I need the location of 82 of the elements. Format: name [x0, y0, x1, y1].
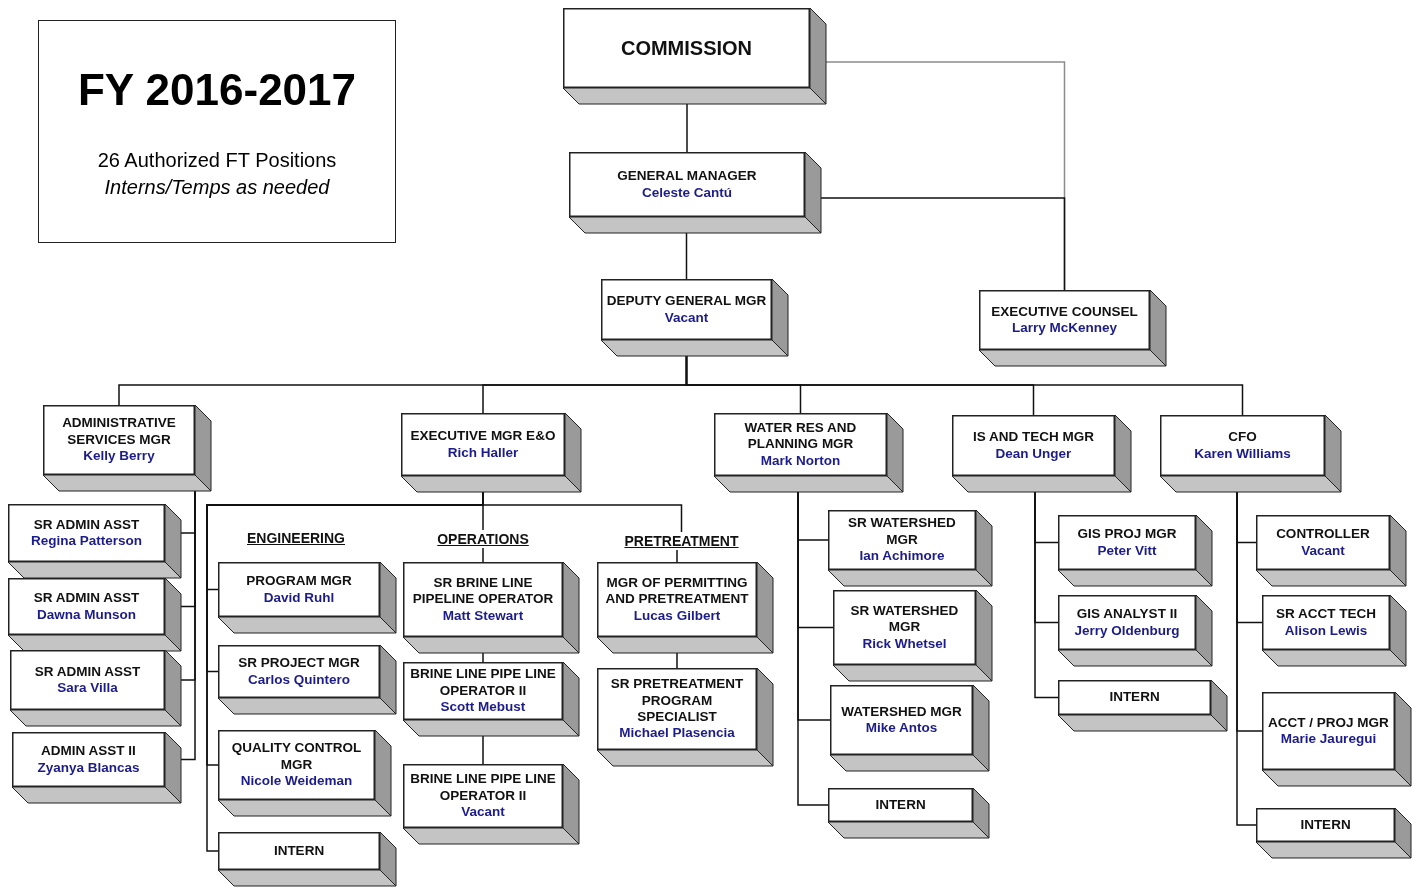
fiscal-year-heading: FY 2016-2017 [77, 64, 357, 115]
section-heading: ENGINEERING [246, 529, 346, 547]
position-title: COMMISSION [620, 35, 753, 61]
connector-line [685, 355, 1244, 416]
connector-line [180, 490, 196, 761]
person-name: Lucas Gilbert [633, 607, 721, 625]
connector-line [686, 103, 688, 153]
person-name: Scott Mebust [440, 699, 526, 716]
person-name: Vacant [664, 309, 709, 326]
connector-line [482, 547, 484, 563]
person-name: Rich Haller [447, 444, 519, 461]
person-name: Alison Lewis [1284, 622, 1368, 639]
position-title: MGR OF PERMITTING AND PRETREATMENT [604, 574, 750, 608]
position-title: INTERN [875, 796, 926, 814]
position-title: IS AND TECH MGR [973, 429, 1094, 446]
connector-line [482, 491, 683, 533]
position-title: ADMIN ASST II [41, 743, 136, 760]
connector-line [676, 652, 678, 669]
person-name: David Ruhl [263, 589, 335, 606]
person-name: Matt Stewart [442, 607, 524, 625]
connector-line [482, 735, 484, 765]
position-title: BRINE LINE PIPE LINE OPERATOR II [409, 666, 557, 700]
connector-line [820, 197, 1066, 291]
person-name: Nicole Weideman [240, 773, 353, 790]
position-title: GIS PROJ MGR [1077, 526, 1177, 543]
position-title: EXECUTIVE COUNSEL [991, 303, 1138, 320]
person-name: Mark Norton [760, 452, 841, 470]
section-heading: OPERATIONS [433, 530, 533, 548]
person-name: Carlos Quintero [248, 671, 350, 688]
person-name: Kelly Berry [83, 448, 155, 465]
person-name: Peter Vitt [1097, 542, 1157, 559]
position-title: SR ADMIN ASST [33, 590, 140, 607]
person-name: Sara Villa [57, 680, 118, 697]
person-name: Ian Achimore [859, 548, 945, 565]
position-title: GENERAL MANAGER [617, 168, 757, 185]
note: Interns/Temps as needed [104, 175, 330, 199]
person-name: Vacant [461, 804, 505, 821]
position-title: INTERN [1109, 689, 1160, 706]
position-title: WATER RES AND PLANNING MGR [743, 419, 858, 453]
position-title: ADMINISTRATIVE SERVICES MGR [61, 415, 177, 449]
position-title: SR PRETREATMENT PROGRAM SPECIALIST [609, 676, 745, 726]
position-title: DEPUTY GENERAL MGR [606, 293, 767, 310]
person-name: Vacant [1301, 542, 1345, 559]
position-title: SR ADMIN ASST [34, 663, 141, 680]
position-title: BRINE LINE PIPE LINE OPERATOR II [409, 771, 557, 805]
connector-line [1034, 491, 1059, 699]
person-name: Rick Whetsel [862, 635, 947, 653]
position-title: CONTROLLER [1276, 526, 1370, 543]
connector-line [482, 652, 484, 663]
connector-line [685, 232, 688, 280]
section-heading: PRETREATMENT [619, 532, 744, 550]
position-title: SR ADMIN ASST [33, 516, 140, 533]
position-title: ACCT / PROJ MGR [1268, 714, 1389, 731]
position-title: WATERSHED MGR [841, 703, 962, 720]
position-title: QUALITY CONTROL MGR [230, 740, 363, 774]
position-title: PROGRAM MGR [246, 573, 352, 590]
person-name: Zyanya Blancas [37, 759, 140, 776]
position-title: SR WATERSHED MGR [847, 515, 957, 549]
person-name: Mike Antos [865, 720, 938, 737]
position-title: EXECUTIVE MGR E&O [410, 428, 556, 445]
connector-line [676, 549, 678, 563]
position-title: SR PROJECT MGR [238, 655, 360, 672]
person-name: Dawna Munson [37, 606, 136, 623]
connector-line [797, 491, 829, 806]
position-title: CFO [1228, 429, 1257, 446]
person-name: Jerry Oldenburg [1074, 622, 1180, 639]
title-card [38, 20, 396, 243]
position-title: INTERN [1300, 816, 1351, 834]
person-name: Marie Jauregui [1280, 731, 1377, 748]
position-title: SR BRINE LINE PIPELINE OPERATOR [411, 574, 555, 608]
position-title: GIS ANALYST II [1076, 606, 1178, 623]
note: 26 Authorized FT Positions [97, 148, 337, 172]
person-name: Michael Plasencia [619, 725, 735, 742]
position-title: INTERN [273, 842, 325, 860]
person-name: Regina Patterson [31, 533, 142, 550]
position-title: SR WATERSHED MGR [849, 602, 960, 636]
person-name: Larry McKenney [1011, 320, 1117, 337]
connector-line [1236, 491, 1257, 826]
person-name: Karen Williams [1194, 445, 1291, 462]
person-name: Celeste Cantú [642, 184, 732, 201]
position-title: SR ACCT TECH [1276, 606, 1376, 623]
person-name: Dean Unger [995, 445, 1072, 462]
